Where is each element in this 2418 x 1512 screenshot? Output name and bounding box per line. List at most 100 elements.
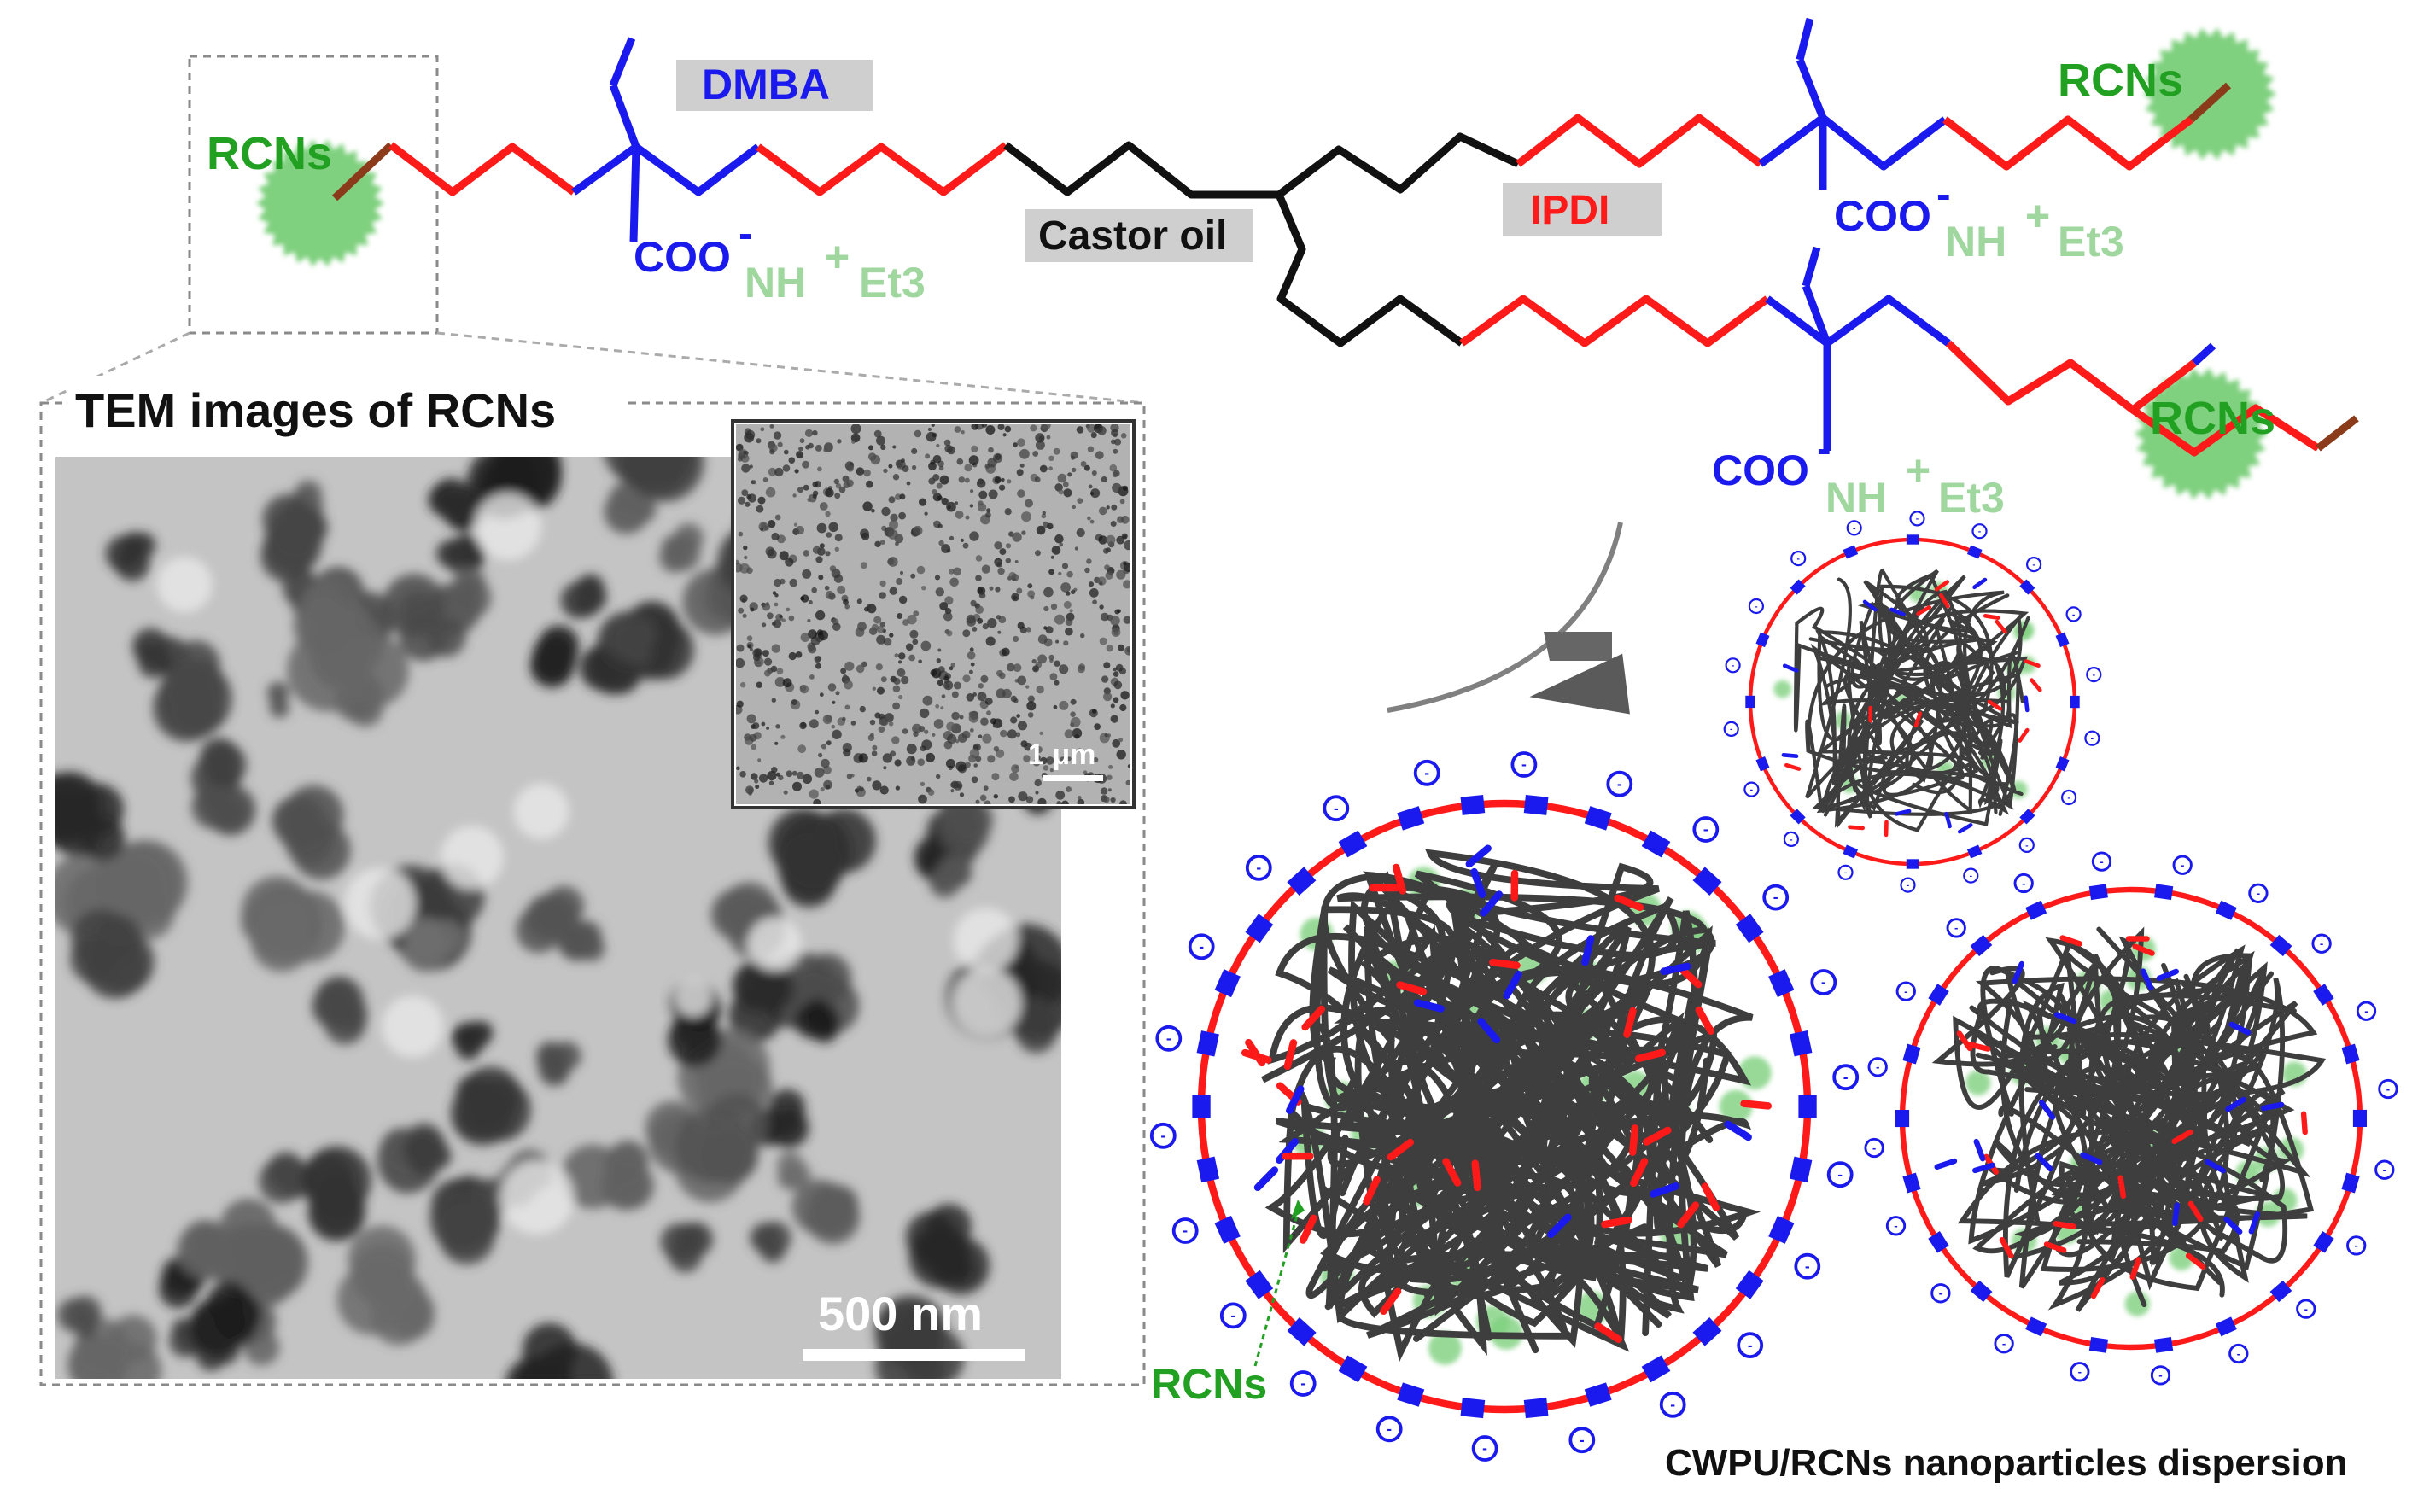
shell-ionic-segment [1735,914,1764,943]
tem-inset-dot [1041,513,1047,519]
tem-inset-dot [920,640,932,651]
tem-inset-dot [799,721,807,730]
tem-inset-dot [1065,618,1073,626]
tem-inset-dot [992,723,997,728]
tem-inset-dot [1023,755,1031,762]
tem-particle [660,1222,714,1273]
tem-particle [105,531,156,581]
negative-charge-icon: - [1149,1122,1177,1149]
tem-inset-dot [1110,715,1119,723]
tem-inset-dot [1026,701,1037,711]
tem-inset-dot [1113,697,1119,703]
tem-inset-dot [825,511,831,517]
tem-inset-dot [818,630,828,641]
polymer-strand [1278,892,1722,1268]
tem-inset-dot [932,474,940,482]
negative-charge-icon: - [2311,933,2332,954]
tem-inset-dot [1098,506,1107,516]
tem-inset-dot [1112,482,1122,493]
segment-accent [1392,863,1406,895]
svg-text:-: - [1199,937,1204,954]
rcn-pointer-arrow [1291,1200,1305,1219]
rcn-starburst-shape [256,139,384,267]
tem-inset-dot [1011,764,1020,774]
tem-inset-dot [819,692,824,698]
segment-accent [1301,1005,1326,1031]
tem-inset-dot [844,604,850,610]
tem-inset-dot [946,721,955,732]
tem-inset-dot [964,464,972,472]
tem-inset-dot [959,792,965,797]
tem-inset-dot [829,565,837,572]
tem-inset-dot [1107,788,1112,792]
tem-inset-dot [1063,640,1069,646]
tem-inset-dot [754,659,762,667]
tem-inset-dot [876,634,886,645]
tem-inset-dot [968,455,979,465]
tem-inset-dot [893,677,901,686]
tem-inset-dot [1057,473,1067,483]
tem-inset-dot [757,496,766,505]
tem-inset-dot [768,780,774,785]
tem-inset-dot [880,717,889,727]
tem-particle [240,894,313,972]
tem-inset-dot [894,759,902,767]
tem-inset-dot [1018,721,1027,731]
tem-inset-dot [873,616,882,624]
tem-inset-dot [809,674,815,680]
svg-text:-: - [1894,1219,1897,1232]
svg-text:-: - [1580,1431,1585,1448]
polymer-strand [1354,954,1752,1363]
svg-text:-: - [1748,1336,1753,1353]
shell-ionic-segment [1523,794,1549,815]
tem-inset-dot [1013,442,1018,447]
chain-segment-red [2130,404,2321,457]
tem-inset-dot [736,700,744,708]
tem-particle [658,522,704,573]
segment-accent [2053,1012,2077,1025]
tem-inset-dot [1080,633,1085,639]
tem-inset-dot [1088,581,1095,587]
shell-ionic-segment [1843,545,1859,559]
svg-text:-: - [1160,1127,1165,1144]
tem-inset-dot [975,555,983,562]
nh-charge-1: + [825,233,850,281]
tem-inset-dot [1077,798,1085,804]
tem-inset-dot [1120,433,1127,439]
tem-inset-dot [786,607,791,612]
tem-inset-dot [816,522,827,534]
tem-inset-dot [1059,664,1069,674]
segment-accent [2117,1175,2127,1200]
tem-inset-dot [783,449,789,455]
tem-inset-dot [812,493,817,499]
negative-charge-icon: - [1832,1064,1860,1091]
tem-inset-dot [1053,704,1058,709]
tem-inset-dot [809,719,819,729]
tem-inset-dot [1084,567,1090,574]
coo-charge-3: - [1817,424,1831,472]
polymer-strand [1968,964,2219,1245]
tem-inset-dot [1109,464,1118,472]
segment-accent [1465,844,1492,868]
svg-text:-: - [1907,881,1910,890]
polymer-strand [1847,569,2018,832]
tem-particle [67,1315,162,1379]
tem-inset-dot [823,766,832,774]
tem-particle [159,1256,207,1309]
chain-segment-castor [1003,141,1279,199]
tem-inset-dot [948,569,955,575]
tem-inset-dot [985,511,991,518]
tem-inset-dot [1089,519,1095,524]
tem-inset-dot [906,481,911,486]
tem-inset-dot [838,486,846,493]
shell-ionic-segment [1196,1030,1219,1057]
tem-inset-dot [995,453,1002,460]
tem-particle [604,482,657,534]
dmba-branch [1802,284,1831,345]
svg-text:-: - [1334,799,1339,816]
polymer-strand [1847,618,2010,819]
tem-inset-dot [736,657,745,668]
tem-inset-dot [1074,733,1080,739]
tem-particle [938,784,993,856]
dmba-label-bg [676,60,873,111]
